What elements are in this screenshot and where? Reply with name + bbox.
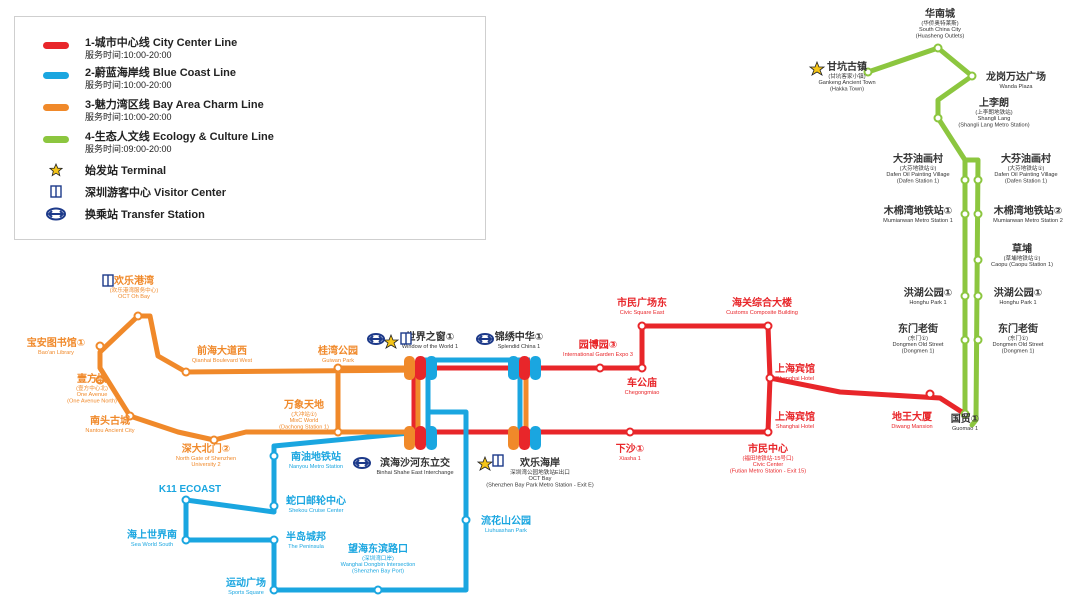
legend-line-name: 1-城市中心线 City Center Line [85, 37, 238, 49]
station-label-gankeng: 甘坑古镇(甘坑客家小镇)Gankeng Ancient Town(Hakka T… [818, 60, 875, 92]
legend-line-hours: 服务时间:10:00-20:00 [85, 80, 172, 90]
station-label-civic-ctr: 市民中心(福田地铁站-15号口)Civic Center(Futian Metr… [730, 442, 806, 474]
legend-swatch-blue [43, 72, 69, 79]
transfer-binhai [404, 426, 437, 450]
legend-swatch-orange [43, 104, 69, 111]
transfer-splendid-china [508, 356, 541, 380]
transfer-station-icon [353, 333, 494, 469]
station-labels: 华南城(华侨奥特莱斯)South China City(Huasheng Out… [27, 7, 1063, 596]
green-line [865, 45, 981, 428]
legend-item-visitor-center: 深圳游客中心 Visitor Center [15, 185, 226, 201]
station-label-dongmen-r: 东门老街(东门①)Dongmen Old Street(Dongmen 1) [993, 322, 1044, 354]
green-stops [863, 43, 983, 419]
legend-swatch-green [43, 136, 69, 143]
visitor-center-icon [43, 185, 69, 198]
station-label-huanan: 华南城(华侨奥特莱斯)South China City(Huasheng Out… [916, 7, 965, 39]
transfer-station-icon [43, 207, 69, 221]
star-icon [43, 163, 69, 177]
station-label-caopu: 草埔(草埔地铁站①)Caopu (Caopu Station 1) [991, 242, 1053, 268]
station-label-octharbor: 欢乐港湾(欢乐港湾服务中心)OCT Oh Bay [110, 274, 159, 300]
legend-visitor-label: 深圳游客中心 Visitor Center [85, 187, 226, 199]
station-label-mixc: 万象天地(大冲站①)MixC World(Dachong Station 1) [279, 398, 329, 430]
legend-line-hours: 服务时间:09:00-20:00 [85, 144, 172, 154]
station-label-dafen-l: 大芬油画村(大芬地铁站①)Dafen Oil Painting Village(… [886, 152, 949, 184]
legend-line-hours: 服务时间:10:00-20:00 [85, 50, 172, 60]
legend-line-name: 2-蔚蓝海岸线 Blue Coast Line [85, 67, 236, 79]
station-label-dongmen-l: 东门老街(东门①)Dongmen Old Street(Dongmen 1) [893, 322, 944, 354]
transfer-window-of-the-world [404, 356, 437, 380]
legend-line-name: 4-生态人文线 Ecology & Culture Line [85, 131, 274, 143]
station-label-dafen-r: 大芬油画村(大芬地铁站①)Dafen Oil Painting Village(… [994, 152, 1057, 184]
transfer-oct-bay [508, 426, 541, 450]
blue-line [183, 357, 530, 593]
legend-terminal-label: 始发站 Terminal [85, 165, 167, 177]
station-label-oneavenue: 壹方城(壹方中心北)One Avenue(One Avenue North) [67, 372, 117, 404]
station-label-wanghai: 望海东滨路口(深圳湾口岸)Wanghai Dongbin Intersectio… [341, 542, 416, 574]
legend-transfer-label: 换乘站 Transfer Station [85, 209, 205, 221]
legend-line-name: 3-魅力湾区线 Bay Area Charm Line [85, 99, 264, 111]
orange-stops [95, 311, 343, 445]
station-label-shangli: 上李朗(上李朗地铁站)Shangli Lang(Shangli Lang Met… [958, 96, 1029, 128]
terminal-star-icon [382, 60, 826, 471]
legend-item-transfer: 换乘站 Transfer Station [15, 207, 205, 223]
visitor-center-icon [102, 274, 504, 467]
red-stops [595, 321, 935, 437]
station-label-k11: K11 ECOAST [159, 484, 221, 495]
legend-item-terminal: 始发站 Terminal [15, 163, 166, 179]
blue-stops [181, 451, 471, 595]
legend-swatch-red [43, 42, 69, 49]
legend-line-hours: 服务时间:10:00-20:00 [85, 112, 172, 122]
